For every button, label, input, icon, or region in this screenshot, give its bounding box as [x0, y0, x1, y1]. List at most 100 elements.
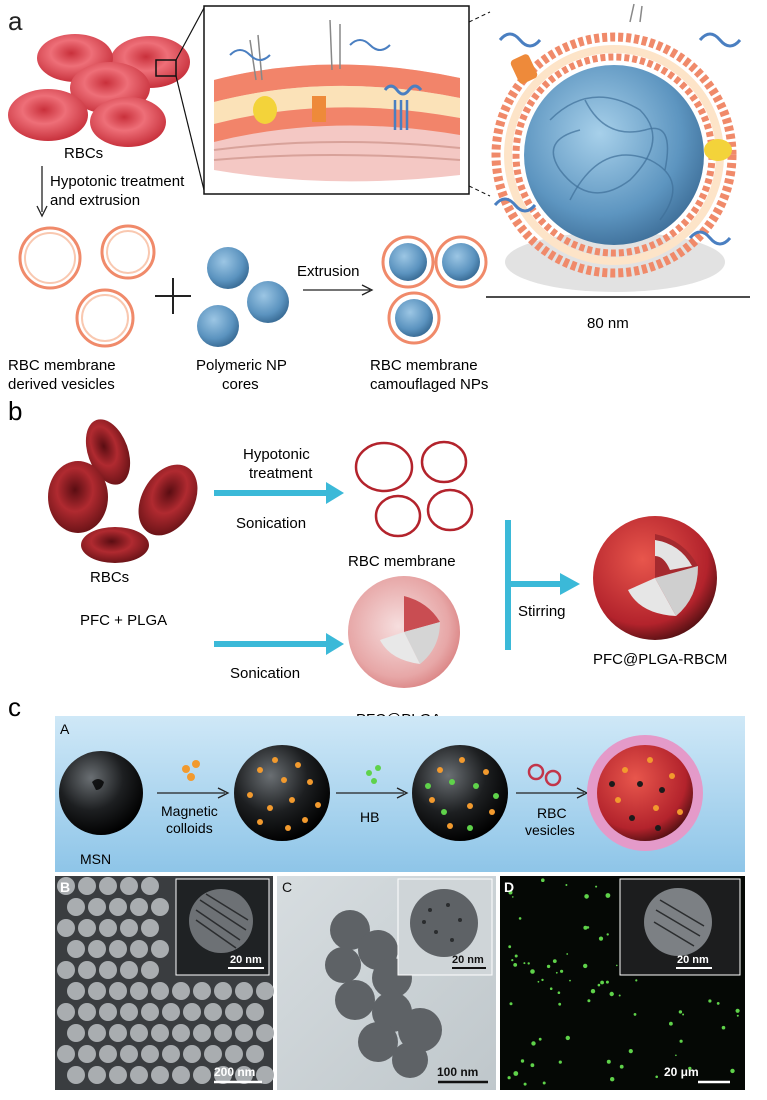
sem-particle [151, 1024, 169, 1042]
protein-shape [253, 96, 277, 124]
extrusion-label: Extrusion [297, 263, 360, 280]
sem-particle [109, 982, 127, 1000]
sem-particle [172, 1066, 190, 1084]
panel-b-letter: b [8, 396, 22, 426]
sem-particle [193, 1024, 211, 1042]
plus-icon [155, 278, 191, 314]
fluorescent-spot [569, 979, 571, 982]
sem-particle [88, 1024, 106, 1042]
micrograph-c: 20 nm C 100 nm [277, 876, 496, 1090]
membrane-ring [426, 488, 474, 532]
sem-particle [172, 982, 190, 1000]
helix-protein [393, 100, 409, 130]
panel-a-letter: a [8, 6, 23, 36]
camouflaged-np [395, 299, 433, 337]
rbc-vesicles-label-line2: vesicles [525, 822, 575, 838]
protein-shape [510, 54, 538, 84]
fluorescent-spot [552, 959, 557, 963]
membrane-ring [374, 494, 422, 538]
sem-particle [151, 898, 169, 916]
sem-particle [193, 1066, 211, 1084]
fluorescent-spot [557, 991, 561, 994]
panel-a: a RBCs [8, 3, 750, 393]
rbc-vesicle-icon [527, 763, 562, 787]
pfc-plga-input-label: PFC + PLGA [80, 612, 167, 629]
magnetic-label-line1: Magnetic [161, 803, 218, 819]
vesicle [18, 226, 82, 290]
sem-particle [67, 898, 85, 916]
sem-particle [235, 1066, 253, 1084]
pfc-plga-rbcm-sphere [593, 516, 717, 640]
sem-particle [78, 1045, 96, 1063]
fluorescent-spot [523, 962, 526, 965]
sem-particle [109, 1066, 127, 1084]
membrane-ring [354, 441, 414, 493]
sem-particle [214, 1066, 232, 1084]
fluorescent-spot [560, 969, 564, 973]
sem-particle [225, 1003, 243, 1021]
inset-d-scale: 20 nm [677, 954, 709, 966]
subpanel-a-letter: A [60, 721, 70, 737]
fluorescent-spot [518, 917, 522, 920]
product-label-b: PFC@PLGA-RBCM [593, 651, 727, 668]
fluorescent-spot [606, 933, 609, 936]
stirring-connector [505, 520, 580, 650]
polymeric-core [197, 305, 239, 347]
subpanel-c-letter: C [282, 879, 292, 895]
lipid-outer [491, 32, 737, 278]
sem-particle [162, 1003, 180, 1021]
vesicle [100, 224, 156, 280]
step-text-line2: and extrusion [50, 192, 140, 209]
fluorescent-spot [566, 953, 569, 955]
fluorescent-spot [606, 1059, 611, 1064]
sem-particle [57, 1045, 75, 1063]
sem-particle [214, 1024, 232, 1042]
sem-particle [88, 898, 106, 916]
hypotonic-label-line1: Hypotonic [243, 446, 310, 463]
fluorescent-spot [520, 1059, 525, 1063]
subpanel-b-letter: B [60, 879, 70, 895]
sem-particle [256, 1024, 274, 1042]
fluorescent-spot [541, 878, 545, 882]
fluorescent-spot [513, 1071, 519, 1076]
fluorescent-spot [610, 1077, 615, 1082]
sem-particle [183, 1003, 201, 1021]
fluorescent-spot [595, 885, 598, 888]
fluorescent-spot [583, 963, 588, 969]
inset-c-scale: 20 nm [452, 954, 484, 966]
subpanel-d-letter: D [504, 879, 514, 895]
fluorescent-spot [716, 1002, 720, 1005]
sem-particle [151, 982, 169, 1000]
final-particles [609, 757, 683, 831]
sem-particle [88, 982, 106, 1000]
fluorescent-spot [542, 1081, 546, 1085]
fluorescent-spot [537, 980, 540, 983]
final-sphere [597, 745, 693, 841]
sem-particle [78, 1003, 96, 1021]
sem-particle [256, 982, 274, 1000]
fluorescent-spot [541, 978, 544, 982]
sem-particle [67, 982, 85, 1000]
scale-d: 20 μm [664, 1065, 699, 1079]
sem-particle [235, 982, 253, 1000]
fluorescent-spot [678, 1010, 683, 1014]
membrane-label-b: RBC membrane [348, 553, 456, 570]
fluorescent-spot [558, 1002, 562, 1006]
micrograph-d: 20 nm D 20 μm [500, 876, 745, 1090]
sem-particle [141, 1045, 159, 1063]
sem-particle [204, 1045, 222, 1063]
sem-particle [57, 877, 75, 895]
camouflaged-np [389, 243, 427, 281]
fluorescent-spot [605, 893, 611, 898]
tem-particles [325, 910, 442, 1078]
sem-particle [130, 940, 148, 958]
panel-c: c A MSN Magnetic colloids HB [8, 692, 745, 1090]
orange-dots-icon [182, 760, 200, 781]
sem-particle [130, 982, 148, 1000]
rbc-cell [48, 461, 108, 533]
micrograph-b: 20 nm B 200 nm [55, 876, 274, 1090]
rbc-cell [90, 97, 166, 147]
sem-particles [57, 877, 274, 1084]
fluorescent-spot [514, 954, 518, 958]
